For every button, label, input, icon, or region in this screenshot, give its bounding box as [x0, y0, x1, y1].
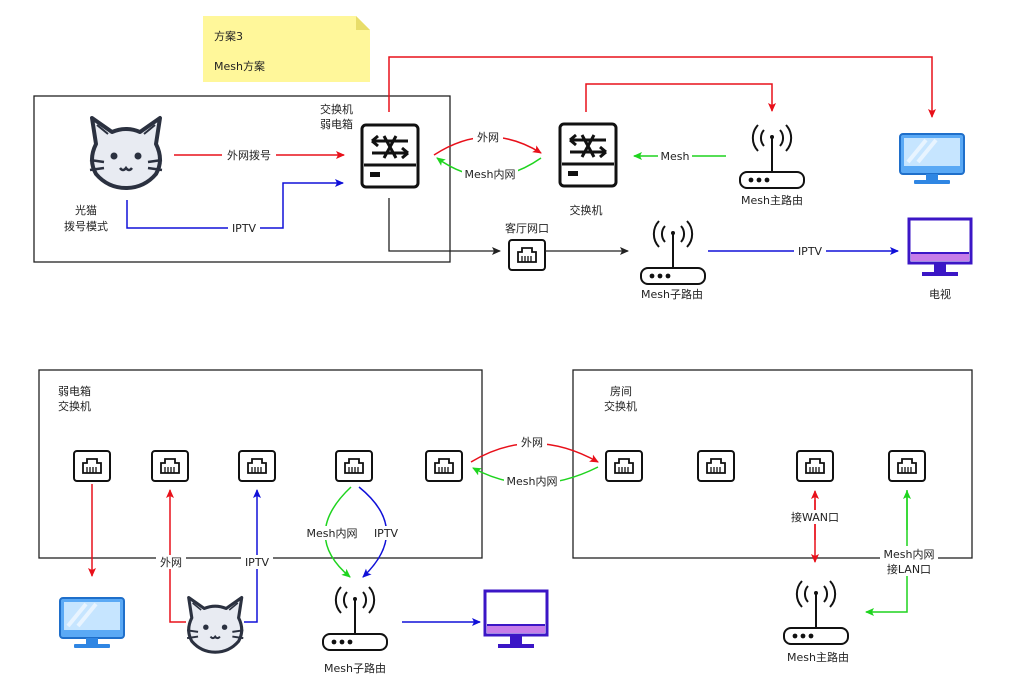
bottom-mesh-sub-router-icon [322, 586, 388, 651]
right-port-1 [605, 450, 643, 482]
cat-label-2: 拨号模式 [64, 219, 108, 233]
left-port-1 [73, 450, 111, 482]
edge-mesh-link-label: Mesh内网 [507, 474, 558, 488]
edge-wan-label: 外网拨号 [227, 148, 271, 162]
right-box-label-1: 房间 [610, 385, 632, 398]
edge-mesh-lan-mid-label: Mesh内网 [307, 526, 358, 540]
edge-iptv2-label: IPTV [798, 245, 823, 258]
right-port-3 [796, 450, 834, 482]
bottom-tv-icon [483, 589, 549, 650]
edge-iptv-mid-label: IPTV [374, 527, 399, 540]
switch-weak-label-2: 弱电箱 [320, 117, 353, 131]
edge-lan-port-label-2: 接LAN口 [887, 563, 931, 576]
left-port-3 [238, 450, 276, 482]
tv-icon [907, 217, 973, 278]
note-card: 方案3 Mesh方案 [203, 16, 370, 82]
edge-ext-label: 外网 [477, 131, 499, 144]
bottom-mesh-sub-label: Mesh子路由 [324, 661, 386, 675]
weak-box-container [33, 95, 451, 263]
left-port-5 [425, 450, 463, 482]
bottom-mesh-main-router-icon [783, 580, 849, 645]
right-switch-box [572, 369, 973, 559]
monitor-icon [898, 132, 966, 186]
edge-iptv-left-label: IPTV [245, 556, 270, 569]
bottom-monitor-icon [58, 596, 126, 650]
edge-mesh-lan-label: Mesh内网 [465, 167, 516, 181]
living-port-icon [508, 239, 546, 271]
right-box-label-2: 交换机 [604, 399, 637, 413]
edge-iptv [126, 179, 344, 229]
living-port-label: 客厅网口 [505, 221, 549, 235]
switch-weak-label-1: 交换机 [320, 102, 353, 116]
note-line2: Mesh方案 [214, 59, 265, 73]
left-port-2 [151, 450, 189, 482]
edge-iptv-label: IPTV [232, 222, 257, 235]
bottom-mesh-main-label: Mesh主路由 [787, 650, 849, 664]
left-box-label-1: 弱电箱 [58, 384, 91, 398]
edge-ext-left-label: 外网 [160, 556, 182, 569]
edge-lan-port-label-1: Mesh内网 [884, 547, 935, 561]
switch-icon [558, 122, 618, 188]
edge-switch-to-monitor [388, 56, 936, 118]
mesh-sub-label: Mesh子路由 [641, 287, 703, 301]
note-line1: 方案3 [214, 29, 243, 43]
edge-ext-link-label: 外网 [521, 436, 543, 449]
edge-wan-port-label: 接WAN口 [791, 511, 839, 524]
switch-weak-icon [360, 123, 420, 189]
mesh-sub-router-icon [640, 220, 706, 285]
left-box-label-2: 交换机 [58, 399, 91, 413]
edge-cat-iptv [244, 489, 261, 623]
edge-lan-port-down [865, 490, 908, 616]
cat-modem-icon [88, 116, 164, 190]
switch-label: 交换机 [570, 203, 603, 217]
right-port-4 [888, 450, 926, 482]
edge-mesh-label: Mesh [661, 150, 690, 163]
mesh-main-router-icon [739, 124, 805, 189]
tv-label: 电视 [929, 287, 951, 301]
edge-switch-to-mesh-main [585, 83, 776, 112]
mesh-main-label: Mesh主路由 [741, 193, 803, 207]
cat-label-1: 光猫 [75, 203, 97, 217]
right-port-2 [697, 450, 735, 482]
edge-switch-to-port [388, 198, 501, 255]
edge-cat-ext [166, 489, 186, 623]
left-port-4 [335, 450, 373, 482]
bottom-cat-icon [185, 595, 245, 654]
